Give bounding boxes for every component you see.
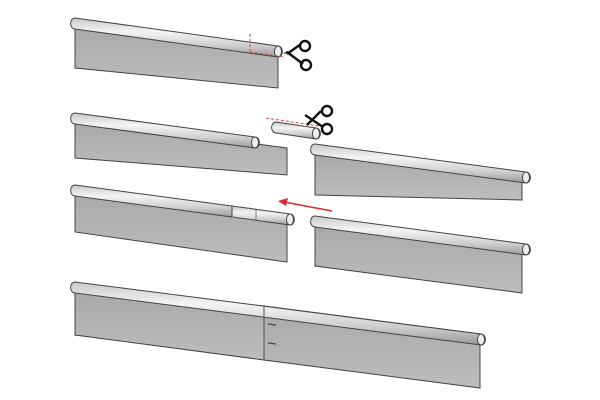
- tube-end: [522, 171, 530, 184]
- step1-panel: [70, 17, 286, 89]
- tube-end: [274, 45, 282, 58]
- tube-end: [522, 243, 530, 256]
- scissors-icon: [283, 39, 313, 72]
- insert-depth-mark: [231, 205, 257, 210]
- cut-guide-horizontal: [249, 51, 286, 58]
- tube-end: [477, 333, 485, 346]
- step3-left-panel: [70, 184, 295, 263]
- scissors-icon: [304, 104, 334, 136]
- right-panel-lower: [310, 215, 531, 294]
- step4-joined-panels: [70, 281, 486, 389]
- slide-arrow: [278, 198, 333, 212]
- tube-end: [251, 136, 259, 149]
- step2-left-panel: [70, 112, 288, 176]
- right-panel-upper: [310, 143, 531, 201]
- joint-tick: [267, 342, 277, 345]
- joint-tick: [267, 323, 277, 326]
- cut-tube-piece: [265, 117, 326, 140]
